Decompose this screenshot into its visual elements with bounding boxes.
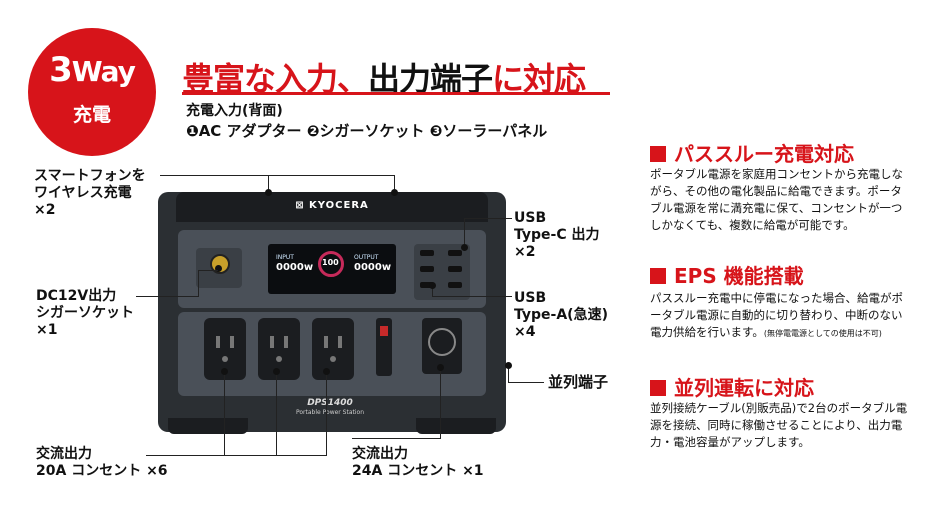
leader-line: [160, 175, 394, 176]
foot-left: [168, 418, 248, 434]
leader-dot: [221, 368, 228, 375]
usb-port-panel: [414, 244, 470, 300]
ac-outlet: [312, 318, 354, 380]
usb-a-port: [448, 266, 462, 272]
headline: 豊富な入力、出力端子に対応: [182, 60, 586, 98]
power-station-handle: [176, 192, 488, 222]
leader-line: [440, 368, 441, 438]
ac-switch: [376, 318, 392, 376]
usb-a-port: [420, 266, 434, 272]
leader-line: [326, 372, 327, 456]
leader-line: [432, 286, 433, 296]
leader-dot: [505, 362, 512, 369]
leader-line: [508, 368, 509, 382]
ac-24a-outlet: [422, 318, 462, 374]
badge-title: 3Way: [49, 50, 136, 90]
leader-line: [464, 218, 465, 246]
lcd-input-label: INPUT: [276, 254, 294, 261]
leader-dot: [265, 189, 272, 196]
leader-line: [352, 438, 441, 439]
square-bullet-icon: [650, 380, 666, 396]
leader-line: [508, 382, 544, 383]
usb-a-port: [420, 282, 434, 288]
callout-dc12v: DC12V出力シガーソケット×1: [36, 288, 134, 338]
leader-line: [432, 296, 512, 297]
usb-a-port: [448, 282, 462, 288]
section-title-parallel: 並列運転に対応: [650, 372, 814, 401]
lcd-output-value: 0000w: [354, 262, 392, 273]
lcd-output-label: OUTPUT: [354, 254, 379, 261]
eps-note: (無停電電源としての使用は不可): [763, 329, 882, 338]
headline-underline: [182, 92, 610, 95]
square-bullet-icon: [650, 146, 666, 162]
leader-dot: [391, 189, 398, 196]
leader-dot: [429, 282, 436, 289]
leader-dot: [273, 368, 280, 375]
lcd-percent: 100: [322, 258, 339, 267]
leader-dot: [437, 364, 444, 371]
leader-dot: [323, 368, 330, 375]
battery-ring-icon: [318, 251, 344, 277]
input-items: ❶AC アダプター ❷シガーソケット ❸ソーラーパネル: [186, 122, 548, 140]
brand-logo: ⊠ KYOCERA: [295, 200, 369, 211]
leader-line: [268, 175, 269, 193]
model-subtitle: Portable Power Station: [295, 409, 365, 416]
callout-parallel: 並列端子: [548, 373, 609, 391]
usb-c-port: [420, 250, 434, 256]
leader-line: [276, 372, 277, 456]
leader-dot: [215, 265, 222, 272]
section-body-passthrough: ポータブル電源を家庭用コンセントから充電しながら、その他の電化製品に給電できます…: [650, 167, 903, 232]
badge-subtitle: 充電: [72, 104, 111, 126]
section-body-parallel: 並列接続ケーブル(別販売品)で2台のポータブル電源を接続、同時に稼働させることに…: [650, 401, 908, 449]
square-bullet-icon: [650, 268, 666, 284]
leader-dot: [461, 244, 468, 251]
lcd-input-value: 0000w: [276, 262, 314, 273]
model-name: DPS1400: [307, 398, 353, 408]
leader-line: [146, 455, 326, 456]
foot-right: [416, 418, 496, 434]
section-body-eps: パススルー充電中に停電になった場合、給電がポータブル電源に自動的に切り替わり、中…: [650, 291, 903, 339]
callout-wireless: スマートフォンをワイヤレス充電×2: [34, 168, 146, 218]
leader-line: [224, 372, 225, 456]
leader-line: [394, 175, 395, 193]
leader-line: [198, 270, 199, 297]
leader-line: [136, 296, 198, 297]
input-heading: 充電入力(背面): [186, 103, 283, 119]
section-title-eps: EPS 機能搭載: [650, 260, 804, 289]
3way-badge: 3Way 充電: [28, 28, 156, 156]
lcd-display: INPUT 0000w 100 OUTPUT 0000w: [268, 244, 396, 294]
usb-c-port: [448, 250, 462, 256]
leader-line: [198, 270, 218, 271]
leader-line: [464, 218, 512, 219]
section-title-passthrough: パススルー充電対応: [650, 138, 854, 167]
